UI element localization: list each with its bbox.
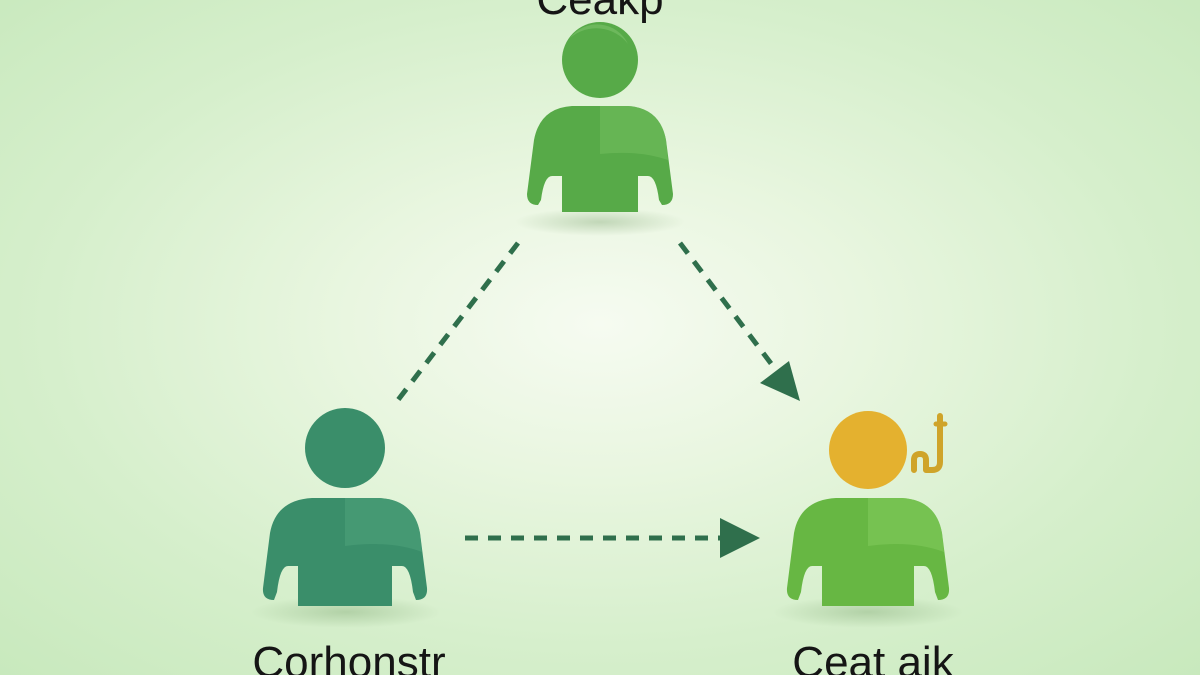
edge-top-right [678, 241, 800, 401]
node-left-person-icon [262, 408, 428, 606]
node-right-shadow [773, 596, 963, 628]
node-left-label: Corhonstr [252, 638, 446, 675]
node-top-person-icon [527, 22, 673, 212]
arrowhead-left-right [720, 518, 760, 558]
node-top-label: Ceakp [536, 0, 663, 22]
arrowhead-top-right [760, 361, 800, 401]
key-hook-icon [911, 413, 948, 473]
edge-top-left [396, 241, 520, 402]
node-right-label: Ceat aik [792, 638, 954, 675]
node-top-shadow [515, 208, 685, 236]
edge-left-right [465, 518, 760, 558]
node-right-person-icon [786, 411, 950, 606]
